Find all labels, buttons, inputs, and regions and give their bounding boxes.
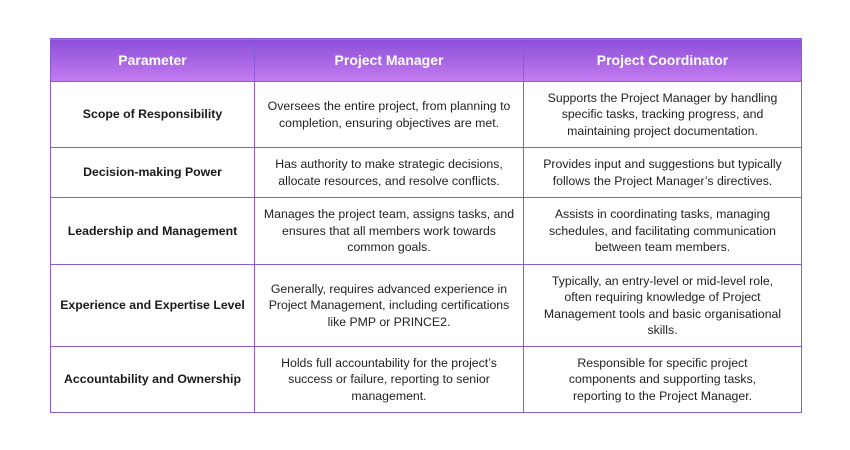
- table-row: Experience and Expertise Level Generally…: [50, 264, 802, 347]
- header-parameter: Parameter: [50, 38, 255, 82]
- coordinator-cell: Provides input and suggestions but typic…: [523, 147, 802, 198]
- manager-cell: Has authority to make strategic decision…: [254, 147, 524, 198]
- parameter-cell: Decision-making Power: [50, 147, 255, 198]
- manager-cell: Holds full accountability for the projec…: [254, 346, 524, 413]
- table-row: Accountability and Ownership Holds full …: [50, 346, 802, 413]
- coordinator-cell: Assists in coordinating tasks, managing …: [523, 197, 802, 265]
- coordinator-cell: Responsible for specific project compone…: [523, 346, 802, 413]
- parameter-cell: Accountability and Ownership: [50, 346, 255, 413]
- manager-cell: Oversees the entire project, from planni…: [254, 81, 524, 148]
- parameter-cell: Scope of Responsibility: [50, 81, 255, 148]
- manager-cell: Generally, requires advanced experience …: [254, 264, 524, 347]
- coordinator-cell: Typically, an entry-level or mid-level r…: [523, 264, 802, 347]
- comparison-table: Parameter Project Manager Project Coordi…: [50, 38, 802, 413]
- manager-cell: Manages the project team, assigns tasks,…: [254, 197, 524, 265]
- header-project-coordinator: Project Coordinator: [523, 38, 802, 82]
- coordinator-cell: Supports the Project Manager by handling…: [523, 81, 802, 148]
- table-row: Leadership and Management Manages the pr…: [50, 197, 802, 265]
- table-row: Decision-making Power Has authority to m…: [50, 147, 802, 198]
- parameter-cell: Leadership and Management: [50, 197, 255, 265]
- parameter-cell: Experience and Expertise Level: [50, 264, 255, 347]
- header-project-manager: Project Manager: [254, 38, 524, 82]
- header-row: Parameter Project Manager Project Coordi…: [50, 38, 802, 82]
- table-row: Scope of Responsibility Oversees the ent…: [50, 81, 802, 148]
